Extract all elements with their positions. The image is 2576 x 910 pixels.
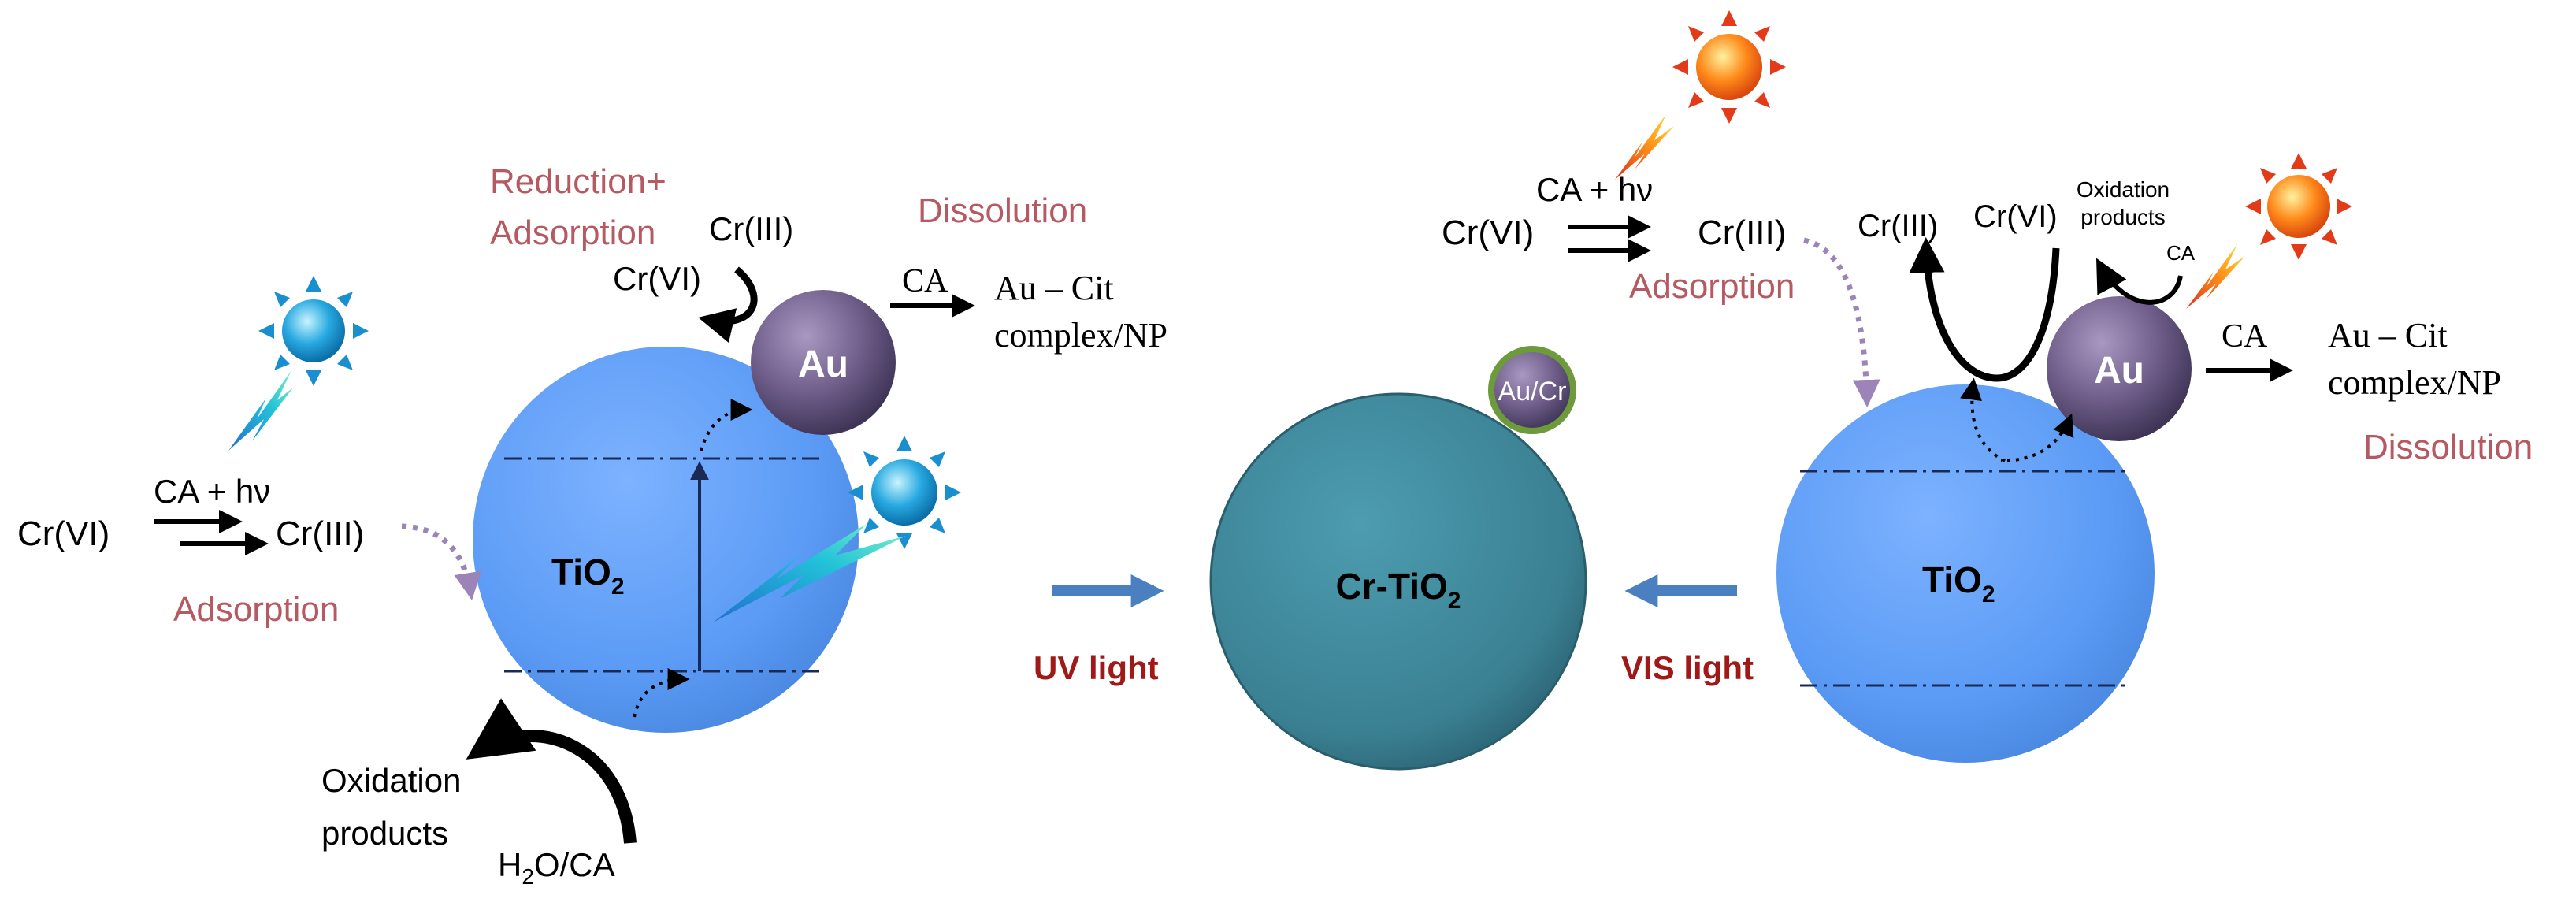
sun-blue-icon — [848, 436, 961, 549]
cr6-label-left: Cr(VI) — [17, 514, 109, 553]
sun-orange-icon — [1672, 10, 1786, 124]
adsorption-dotted-arrow-right — [1803, 237, 1880, 407]
electron-dotted-up-right — [1960, 377, 2006, 462]
reduction-label-line1: Reduction+ — [490, 162, 666, 201]
adsorption-label-left: Adsorption — [173, 590, 339, 629]
loop-cr3-label-right: Cr(III) — [1858, 209, 1938, 243]
lightning-bolt-icon — [713, 524, 906, 622]
left-panel: TiO2 Au Cr(VI) CA + hν Cr(III) Adsorptio… — [17, 162, 1167, 889]
tio2-particle-right — [1776, 384, 2155, 763]
vis-light-label: VIS light — [1621, 649, 1754, 686]
au-label-right: Au — [2094, 350, 2144, 392]
center-panel: UV light Cr-TiO2 Au/Cr VIS light — [1034, 346, 1754, 771]
oxidation-label-right-line2: products — [2080, 205, 2165, 229]
au-cr3-label-left: Cr(III) — [709, 210, 793, 247]
reduction-curved-arrow-left — [698, 266, 758, 343]
dissolution-label-left: Dissolution — [918, 191, 1087, 230]
adsorption-label-right: Adsorption — [1629, 267, 1795, 306]
complex-label-right-line1: Au – Cit — [2328, 316, 2448, 355]
oxidation-label-left-line2: products — [321, 815, 448, 852]
oxidation-label-left-line1: Oxidation — [321, 762, 461, 799]
oxidation-ca-label-right: CA — [2166, 241, 2196, 265]
cr-tio2-label: Cr-TiO2 — [1336, 566, 1461, 614]
tio2-label-left: TiO2 — [551, 552, 625, 600]
electron-transfer-dotted-left — [700, 399, 753, 451]
au-cr-particle — [1488, 346, 1576, 434]
au-particle-left — [751, 290, 896, 435]
cr3-label-right: Cr(III) — [1698, 214, 1786, 252]
lightning-bolt-icon — [228, 370, 293, 451]
complex-label-right-line2: complex/NP — [2328, 363, 2501, 402]
au-label-left: Au — [798, 344, 848, 385]
cr-tio2-particle — [1209, 392, 1587, 771]
complex-label-left-line2: complex/NP — [994, 316, 1167, 355]
sun-blue-icon — [258, 276, 369, 386]
adsorption-dotted-arrow-left — [401, 523, 482, 600]
tio2-label-right: TiO2 — [1922, 559, 1995, 607]
ca-label-right: CA — [2222, 318, 2268, 355]
au-cr6-label-left: Cr(VI) — [613, 260, 701, 297]
cr6-label-right: Cr(VI) — [1442, 214, 1534, 252]
loop-cr6-label-right: Cr(VI) — [1973, 199, 2058, 234]
oxidation-curved-arrow-left — [466, 698, 637, 844]
au-cr-label: Au/Cr — [1498, 377, 1567, 407]
au-particle-right — [2047, 296, 2192, 441]
lightning-bolt-icon — [1615, 114, 1674, 180]
right-panel: TiO2 Au Cr(III) Cr(VI) CA + hν Cr(VI) Cr… — [1442, 10, 2533, 763]
complex-label-left-line1: Au – Cit — [994, 269, 1114, 307]
sun-orange-icon — [2245, 153, 2352, 260]
dissolution-label-right: Dissolution — [2363, 428, 2533, 466]
tio2-particle-left — [473, 347, 859, 733]
ca-label-left: CA — [902, 263, 948, 299]
hole-transfer-dotted-left — [633, 668, 690, 718]
lightning-bolt-icon — [2186, 244, 2245, 309]
electron-dotted-to-au-right — [2000, 413, 2074, 462]
reduction-label-line2: Adsorption — [490, 214, 655, 252]
cr3-label-left: Cr(III) — [276, 514, 364, 553]
uv-light-label: UV light — [1034, 649, 1159, 686]
reaction-label-left: CA + hν — [154, 473, 270, 510]
cr-reduction-loop-arrow-right — [1909, 237, 2060, 382]
oxidation-label-right-line1: Oxidation — [2077, 177, 2170, 202]
oxidation-curved-arrow-right — [2096, 258, 2183, 305]
reaction-label-right: CA + hν — [1536, 171, 1653, 208]
h2o-ca-label: H2O/CA — [498, 846, 615, 889]
